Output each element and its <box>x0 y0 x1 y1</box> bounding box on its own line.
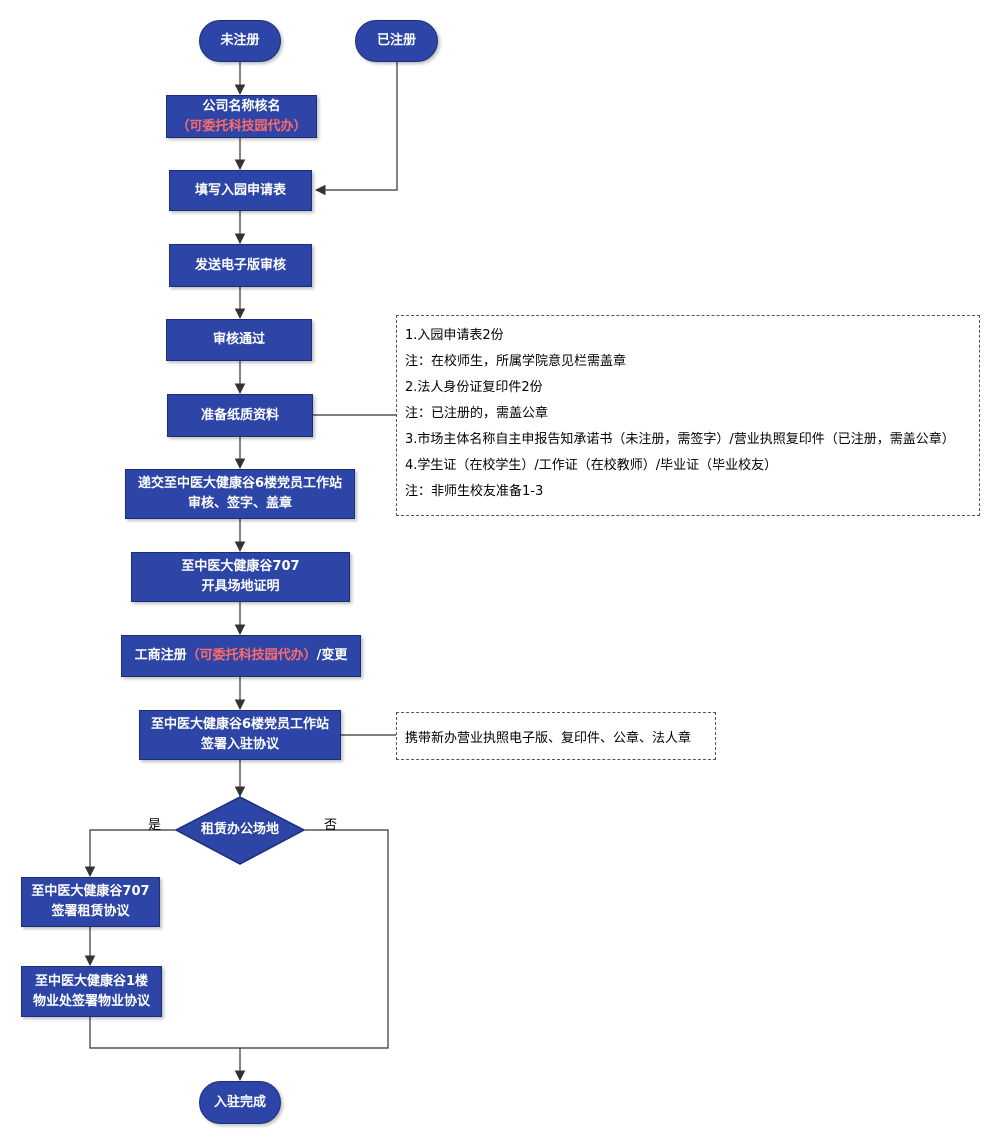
node-submit-station-line2: 审核、签字、盖章 <box>187 496 292 511</box>
node-name-check-label: 公司名称核名 <box>202 98 281 114</box>
node-sign-agreement-line2: 签署入驻协议 <box>200 737 279 752</box>
node-business-registration-label: 工商注册 <box>134 648 187 663</box>
node-property-agreement: 至中医大健康谷1楼 物业处签署物业协议 <box>21 966 162 1017</box>
node-site-certificate-line2: 开具场地证明 <box>201 579 280 594</box>
carry-items-note-text: 携带新办营业执照电子版、复印件、公章、法人章 <box>405 730 692 746</box>
node-name-check: 公司名称核名 （可委托科技园代办） <box>166 95 317 138</box>
documents-note: 1.入园申请表2份 注：在校师生，所属学院意见栏需盖章 2.法人身份证复印件2份… <box>396 315 980 516</box>
node-submit-station-line1: 递交至中医大健康谷6楼党员工作站 <box>137 476 343 491</box>
node-property-agreement-line2: 物业处签署物业协议 <box>32 993 150 1009</box>
start-unregistered: 未注册 <box>199 20 281 62</box>
arrow-registered-to-form <box>314 62 398 196</box>
node-submit-station: 递交至中医大健康谷6楼党员工作站 审核、签字、盖章 <box>125 469 355 519</box>
documents-note-item: 2.法人身份证复印件2份 <box>405 380 543 395</box>
decision-rent-office-label: 租赁办公场地 <box>200 822 279 837</box>
node-name-check-note: （可委托科技园代办） <box>176 118 307 134</box>
start-registered: 已注册 <box>355 20 438 62</box>
documents-note-item: 注：非师生校友准备1-3 <box>405 484 544 499</box>
documents-note-item: 1.入园申请表2份 <box>405 328 504 343</box>
node-fill-form-label: 填写入园申请表 <box>194 182 286 198</box>
node-approved: 审核通过 <box>166 319 312 361</box>
decision-no-label: 否 <box>324 818 338 833</box>
node-lease-agreement-line2: 签署租赁协议 <box>51 904 130 919</box>
line-property-to-merge <box>89 1017 240 1049</box>
arrow-decision-yes <box>84 829 176 878</box>
node-property-agreement-line1: 至中医大健康谷1楼 <box>34 973 149 989</box>
start-unregistered-label: 未注册 <box>220 33 260 48</box>
node-fill-form: 填写入园申请表 <box>169 170 312 211</box>
node-business-registration-suffix: /变更 <box>316 648 348 663</box>
node-sign-agreement-line1: 至中医大健康谷6楼党员工作站 <box>150 717 330 732</box>
node-site-certificate: 至中医大健康谷707 开具场地证明 <box>131 552 350 602</box>
node-lease-agreement: 至中医大健康谷707 签署租赁协议 <box>21 877 160 927</box>
documents-note-item: 3.市场主体名称自主申报告知承诺书（未注册，需签字）/营业执照复印件（已注册，需… <box>405 432 955 447</box>
decision-diamond <box>174 796 306 865</box>
node-business-registration: 工商注册（可委托科技园代办）/变更 <box>121 635 361 677</box>
node-lease-agreement-line1: 至中医大健康谷707 <box>31 884 150 899</box>
carry-items-note: 携带新办营业执照电子版、复印件、公章、法人章 <box>396 712 716 760</box>
node-sign-agreement: 至中医大健康谷6楼党员工作站 签署入驻协议 <box>139 710 341 760</box>
node-send-review-label: 发送电子版审核 <box>194 257 286 273</box>
decision-yes-label: 是 <box>148 818 162 833</box>
node-site-certificate-line1: 至中医大健康谷707 <box>181 559 300 574</box>
end-complete-label: 入驻完成 <box>213 1094 266 1110</box>
node-approved-label: 审核通过 <box>212 332 265 347</box>
node-prepare-docs-label: 准备纸质资料 <box>200 407 279 423</box>
line-decision-no <box>240 829 389 1049</box>
node-business-registration-note: （可委托科技园代办） <box>186 648 317 663</box>
documents-note-item: 注：已注册的，需盖公章 <box>405 406 549 421</box>
node-prepare-docs: 准备纸质资料 <box>167 394 313 437</box>
documents-note-item: 注：在校师生，所属学院意见栏需盖章 <box>405 354 627 369</box>
start-registered-label: 已注册 <box>376 33 416 48</box>
node-send-review: 发送电子版审核 <box>169 244 312 287</box>
documents-note-item: 4.学生证（在校学生）/工作证（在校教师）/毕业证（毕业校友） <box>405 458 778 473</box>
end-complete: 入驻完成 <box>199 1081 281 1124</box>
